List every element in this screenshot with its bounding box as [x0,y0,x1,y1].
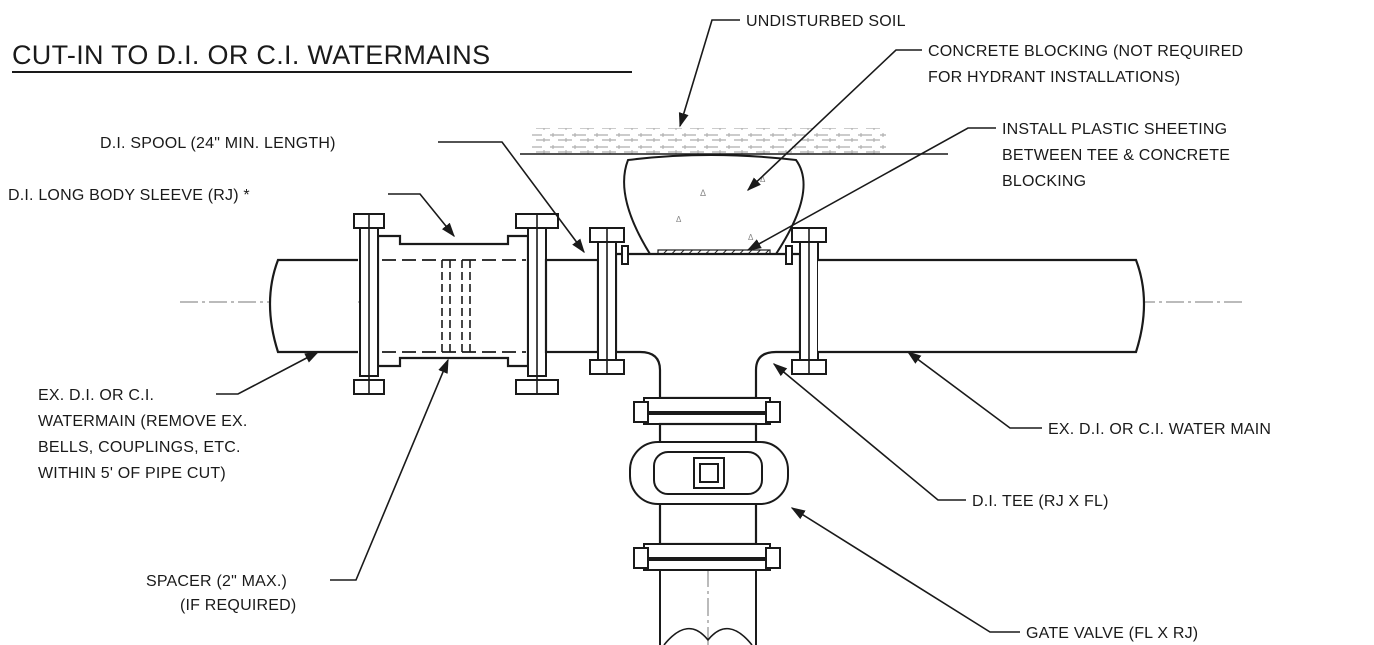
concrete-blocking: Δ Δ Δ Δ [623,154,805,259]
svg-text:Δ: Δ [760,175,766,184]
di-spool [544,258,600,354]
svg-text:Δ: Δ [748,233,754,242]
existing-pipe-right [818,258,1146,354]
gate-valve [629,422,789,546]
label-plastic-sheeting-1: INSTALL PLASTIC SHEETING [1002,121,1227,138]
undisturbed-soil [520,128,948,155]
label-concrete-blocking-1: CONCRETE BLOCKING (NOT REQUIRED [928,43,1243,60]
branch-pipe [659,570,757,645]
existing-pipe-left [268,258,358,354]
label-plastic-sheeting-3: BLOCKING [1002,173,1086,190]
svg-text:CUT-IN TO D.I. OR C.I. WATERMA: CUT-IN TO D.I. OR C.I. WATERMAINS [12,40,490,70]
leader-lines [216,19,1042,633]
label-tee: D.I. TEE (RJ X FL) [972,493,1109,510]
sleeve-flange-right [515,213,559,395]
label-gate-valve: GATE VALVE (FL X RJ) [1026,625,1198,642]
tee-flange-left [589,227,625,375]
label-spacer-2: (IF REQUIRED) [180,597,296,614]
valve-bottom-flange [633,543,781,571]
sleeve-flange-left [353,213,385,395]
label-sleeve: D.I. LONG BODY SLEEVE (RJ) * [8,187,250,204]
svg-text:Δ: Δ [700,188,706,198]
callout-labels: UNDISTURBED SOIL CONCRETE BLOCKING (NOT … [8,13,1271,642]
tee-flange-right [791,227,827,375]
label-concrete-blocking-2: FOR HYDRANT INSTALLATIONS) [928,69,1180,86]
tee-branch-flange [633,397,781,425]
label-spacer-1: SPACER (2" MAX.) [146,573,287,590]
svg-text:Δ: Δ [676,215,682,224]
label-existing-right: EX. D.I. OR C.I. WATER MAIN [1048,421,1271,438]
label-undisturbed-soil: UNDISTURBED SOIL [746,13,906,30]
long-body-sleeve [376,234,530,368]
di-tee [614,245,802,400]
label-plastic-sheeting-2: BETWEEN TEE & CONCRETE [1002,147,1230,164]
diagram-title: CUT-IN TO D.I. OR C.I. WATERMAINS [12,40,632,73]
label-spool: D.I. SPOOL (24" MIN. LENGTH) [100,135,336,152]
label-existing-left-1: EX. D.I. OR C.I. [38,387,154,404]
label-existing-left-2: WATERMAIN (REMOVE EX. [38,413,248,430]
label-existing-left-3: BELLS, COUPLINGS, ETC. [38,439,241,456]
label-existing-left-4: WITHIN 5' OF PIPE CUT) [38,465,226,482]
